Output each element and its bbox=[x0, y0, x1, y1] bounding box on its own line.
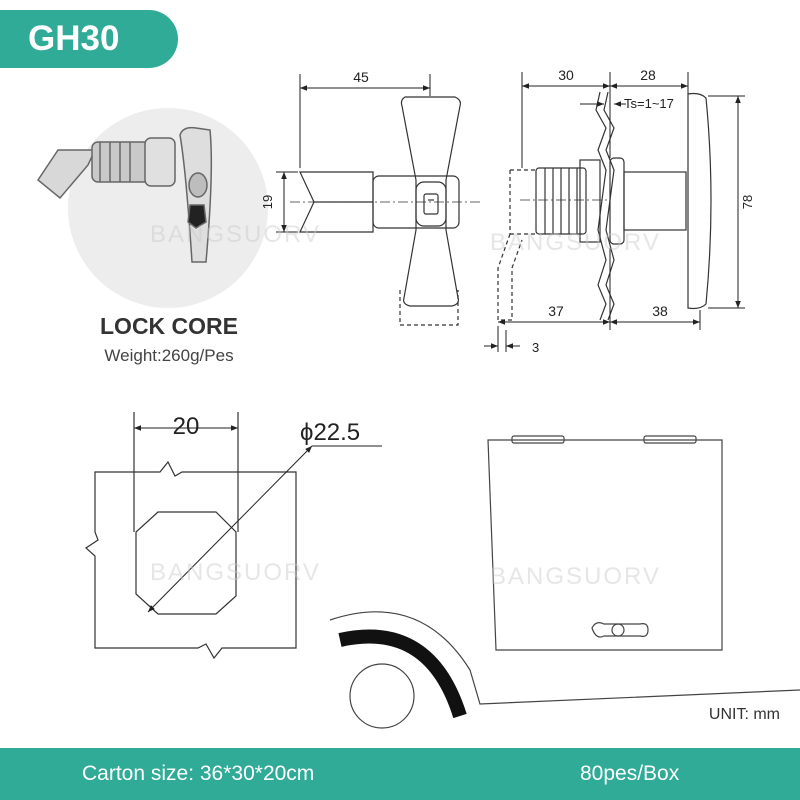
product-weight: Weight:260g/Pes bbox=[104, 346, 234, 365]
bottom-small-label: 3 bbox=[532, 340, 539, 355]
side-width-label: 45 bbox=[353, 69, 369, 85]
model-code: GH30 bbox=[28, 19, 120, 58]
section-view-drawing bbox=[497, 91, 712, 321]
side-height-label: 19 bbox=[260, 195, 275, 209]
model-badge: GH30 bbox=[0, 10, 178, 68]
pack-quantity: 80pes/Box bbox=[580, 762, 680, 785]
product-name: LOCK CORE bbox=[100, 313, 238, 339]
cutout-dimensions bbox=[134, 425, 382, 613]
cutout-diameter-label: ϕ22.5 bbox=[300, 419, 360, 446]
application-illustration bbox=[329, 435, 800, 729]
side-view-dimensions bbox=[276, 74, 431, 233]
side-view-drawing bbox=[290, 96, 480, 326]
carton-size: Carton size: 36*30*20cm bbox=[82, 762, 315, 785]
section-right-width-label: 28 bbox=[640, 67, 656, 83]
section-height-label: 78 bbox=[740, 195, 755, 209]
section-left-width-label: 30 bbox=[558, 67, 574, 83]
footer-bar: Carton size: 36*30*20cm 80pes/Box bbox=[0, 748, 800, 800]
bottom-left-label: 37 bbox=[548, 303, 564, 319]
thickness-range-label: Ts=1~17 bbox=[624, 96, 674, 111]
cutout-width-label: 20 bbox=[173, 413, 200, 440]
section-view-dimensions bbox=[484, 72, 745, 352]
watermark-text: BANGSUORV bbox=[490, 563, 661, 590]
watermark-text: BANGSUORV bbox=[150, 221, 321, 248]
watermark-text: BANGSUORV bbox=[150, 559, 321, 586]
lock-photo-icon bbox=[36, 126, 213, 263]
bottom-right-label: 38 bbox=[652, 303, 668, 319]
unit-label: UNIT: mm bbox=[708, 706, 780, 723]
watermark-text: BANGSUORV bbox=[490, 229, 661, 256]
cutout-drawing bbox=[85, 412, 297, 660]
